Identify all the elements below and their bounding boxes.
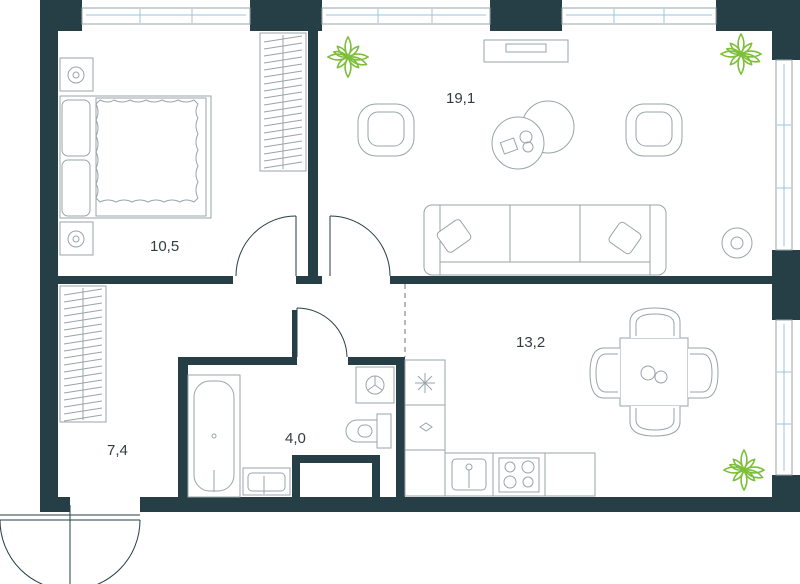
door-bedroom[interactable]	[235, 215, 297, 277]
area-label-living-room: 19,1	[446, 90, 475, 107]
window-top-left	[81, 7, 251, 25]
sofa	[423, 204, 667, 276]
area-label-bedroom: 10,5	[150, 238, 179, 255]
door-bathroom[interactable]	[296, 307, 348, 358]
area-label-hallway: 7,4	[107, 442, 128, 459]
washing-machine	[355, 366, 395, 404]
oven-handle	[419, 422, 433, 432]
window-right-lower	[775, 319, 793, 476]
inner-walls	[58, 31, 772, 505]
wardrobe-bedroom	[259, 32, 307, 172]
coffee-table	[491, 100, 575, 170]
side-table	[721, 227, 753, 259]
toilet	[345, 413, 392, 449]
window-right-upper	[775, 59, 793, 251]
door-entrance[interactable]	[0, 505, 141, 584]
sink-bathroom	[242, 467, 291, 496]
armchair-left	[357, 103, 415, 157]
area-label-kitchen: 13,2	[516, 334, 545, 351]
wardrobe-hallway	[59, 285, 107, 423]
bed	[59, 95, 212, 219]
tv-stand	[483, 39, 569, 63]
plant-icon	[327, 36, 369, 78]
window-top-middle	[321, 7, 491, 25]
dining-chairs	[589, 307, 719, 437]
window-top-right	[561, 7, 717, 25]
nightstand-top	[59, 57, 94, 92]
cooktop	[498, 457, 540, 493]
fridge-icon	[415, 373, 435, 393]
plant-icon	[723, 449, 765, 491]
bathtub	[187, 374, 241, 498]
kitchen-counter	[404, 359, 596, 497]
nightstand-bottom	[59, 221, 94, 256]
armchair-right	[625, 103, 683, 157]
sink-kitchen	[451, 458, 487, 491]
plant-icon	[720, 33, 762, 75]
dining-table	[619, 337, 689, 407]
door-living[interactable]	[329, 215, 391, 277]
area-label-bathroom: 4,0	[285, 430, 306, 447]
outer-walls	[40, 0, 800, 512]
